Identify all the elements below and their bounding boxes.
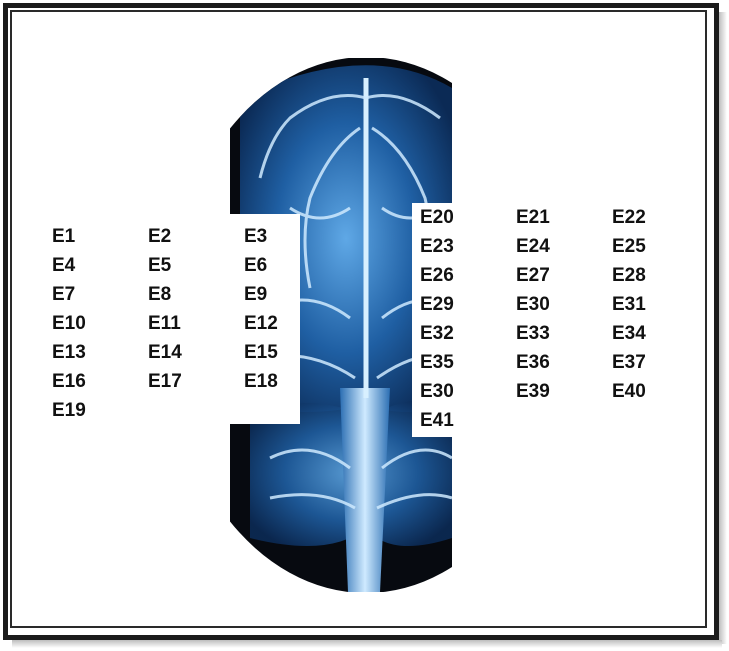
electrode-label: E33 [516, 319, 550, 348]
electrode-label: E9 [244, 280, 267, 309]
electrode-label: E30 [420, 377, 454, 406]
electrode-label: E12 [244, 309, 278, 338]
electrode-label: E39 [516, 377, 550, 406]
electrode-label: E4 [52, 251, 75, 280]
electrode-label: E37 [612, 348, 646, 377]
electrode-label: E41 [420, 406, 454, 435]
electrode-label: E2 [148, 222, 171, 251]
electrode-label: E25 [612, 232, 646, 261]
electrode-label: E22 [612, 203, 646, 232]
electrode-label: E32 [420, 319, 454, 348]
frame-shadow-right [719, 12, 727, 644]
electrode-label: E14 [148, 338, 182, 367]
electrode-label: E23 [420, 232, 454, 261]
electrode-label: E11 [148, 309, 181, 338]
frame-shadow-bottom [12, 640, 722, 648]
electrode-label: E21 [516, 203, 550, 232]
electrode-label: E19 [52, 396, 86, 425]
electrode-label: E6 [244, 251, 267, 280]
electrode-label: E24 [516, 232, 550, 261]
electrode-label: E29 [420, 290, 454, 319]
electrode-label: E3 [244, 222, 267, 251]
electrode-label: E7 [52, 280, 75, 309]
electrode-label: E13 [52, 338, 86, 367]
electrode-label: E30 [516, 290, 550, 319]
electrode-label: E15 [244, 338, 278, 367]
electrode-label: E26 [420, 261, 454, 290]
electrode-label: E5 [148, 251, 171, 280]
electrode-label: E28 [612, 261, 646, 290]
electrode-label: E18 [244, 367, 278, 396]
electrode-label: E16 [52, 367, 86, 396]
electrode-label: E10 [52, 309, 86, 338]
electrode-label: E27 [516, 261, 550, 290]
electrode-label: E34 [612, 319, 646, 348]
electrode-label: E1 [52, 222, 75, 251]
electrode-label: E31 [612, 290, 646, 319]
electrode-label: E17 [148, 367, 182, 396]
electrode-label: E36 [516, 348, 550, 377]
electrode-label: E20 [420, 203, 454, 232]
electrode-label: E8 [148, 280, 171, 309]
electrode-label: E35 [420, 348, 454, 377]
electrode-label: E40 [612, 377, 646, 406]
